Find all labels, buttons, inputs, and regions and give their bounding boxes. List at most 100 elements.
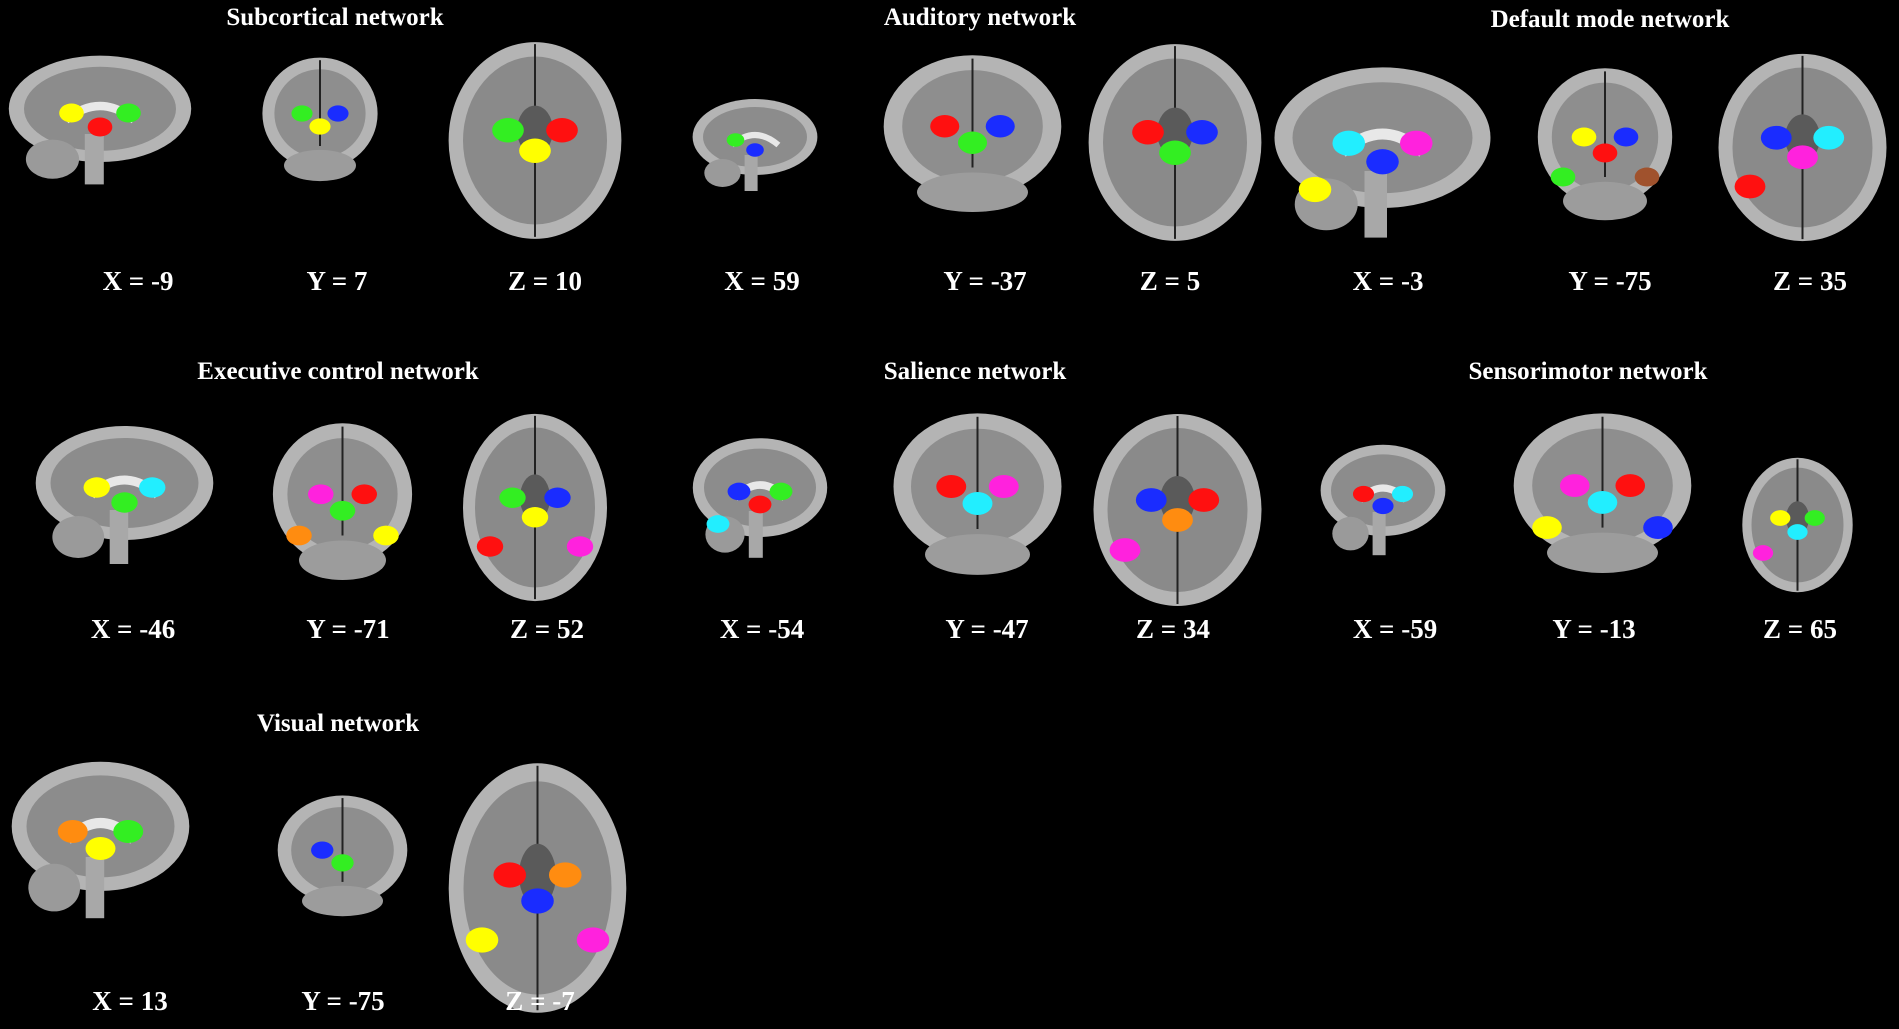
brain-slice-image — [893, 413, 1062, 575]
network-title: Salience network — [883, 358, 1067, 385]
activation-blob-blue — [1760, 125, 1792, 150]
brain-slice-image — [692, 99, 818, 191]
slice-coordinate-label: X = -3 — [1352, 266, 1424, 296]
activation-blob-blue — [1135, 488, 1167, 512]
activation-blob-yellow — [1770, 510, 1791, 526]
activation-blob-magenta — [307, 484, 334, 505]
activation-blob-cyan — [962, 491, 993, 516]
slice-coordinate-label: Z = 65 — [1763, 614, 1837, 644]
slice-coordinate-label: Z = -7 — [505, 986, 575, 1016]
activation-blob-red — [1734, 174, 1766, 199]
activation-blob-green — [329, 500, 356, 521]
slice-coordinate-label: Y = -13 — [1552, 614, 1636, 644]
network-title: Sensorimotor network — [1468, 358, 1708, 385]
activation-blob-yellow — [85, 836, 116, 861]
activation-blob-magenta — [1109, 538, 1141, 562]
activation-blob-yellow — [309, 118, 331, 135]
brain-slice-image — [1718, 53, 1887, 242]
activation-blob-green — [116, 103, 141, 123]
slice-coordinate-label: X = 59 — [724, 266, 800, 296]
network-title: Visual network — [256, 710, 420, 737]
brain-slice-image — [1513, 413, 1692, 573]
activation-blob-green — [492, 118, 524, 143]
activation-blob-red — [546, 118, 578, 143]
activation-blob-blue — [1643, 516, 1673, 540]
activation-blob-yellow — [465, 927, 499, 953]
activation-blob-red — [930, 115, 960, 138]
slice-coordinate-label: Z = 5 — [1139, 266, 1201, 296]
slice-coordinate-label: X = -54 — [719, 614, 805, 644]
activation-blob-magenta — [576, 927, 610, 953]
activation-blob-red — [1592, 143, 1618, 163]
brain-slice-image — [11, 761, 190, 919]
brain-slice-image — [262, 57, 378, 182]
brain-slice-image — [1537, 68, 1673, 221]
activation-blob-blue — [985, 115, 1015, 138]
activation-blob-green — [1804, 510, 1825, 526]
activation-blob-red — [1352, 485, 1375, 503]
network-title: Auditory network — [883, 4, 1077, 31]
activation-blob-blue — [1613, 127, 1639, 147]
brain-slice-sagittal — [11, 761, 190, 919]
slice-coordinate-label: Z = 35 — [1773, 266, 1847, 296]
brain-slice-image — [35, 426, 214, 564]
activation-blob-yellow — [1532, 516, 1562, 540]
slice-coordinate-label: Z = 10 — [508, 266, 582, 296]
slice-coordinate-label: Y = -37 — [943, 266, 1027, 296]
activation-blob-magenta — [1752, 545, 1774, 561]
activation-blob-blue — [544, 487, 571, 508]
slice-coordinate-label: X = 13 — [92, 986, 168, 1016]
activation-blob-cyan — [1391, 485, 1414, 503]
activation-blob-red — [936, 474, 967, 499]
activation-blob-blue — [311, 841, 334, 859]
brain-slice-image — [1320, 444, 1446, 556]
activation-blob-green — [1159, 140, 1191, 165]
activation-blob-yellow — [1298, 176, 1332, 203]
activation-blob-yellow — [1571, 127, 1597, 147]
brain-slice-image — [1742, 457, 1853, 593]
slice-coordinate-label: X = -59 — [1352, 614, 1438, 644]
brain-slice-image — [8, 55, 192, 185]
activation-blob-blue — [727, 482, 751, 501]
brain-slice-image — [272, 423, 413, 581]
activation-blob-green — [769, 482, 793, 501]
slice-coordinate-label: Y = -71 — [306, 614, 390, 644]
activation-blob-green — [113, 819, 144, 844]
slice-coordinate-label: Y = -47 — [945, 614, 1029, 644]
activation-blob-yellow — [519, 138, 551, 163]
network-title: Executive control network — [197, 358, 479, 385]
brain-slice-coronal — [893, 413, 1062, 575]
activation-blob-red — [748, 495, 772, 514]
activation-blob-blue — [521, 888, 554, 914]
brain-slice-image — [277, 795, 408, 917]
activation-blob-yellow — [373, 525, 399, 546]
activation-blob-red — [351, 484, 378, 505]
brain-slice-image — [883, 55, 1062, 213]
activation-blob-red — [1188, 488, 1220, 512]
activation-blob-magenta — [1787, 145, 1818, 170]
brain-slice-image — [448, 42, 622, 239]
slice-coordinate-label: Y = 7 — [306, 266, 368, 296]
brain-slice-image — [1093, 414, 1262, 606]
brain-slice-sagittal — [35, 426, 214, 564]
brain-slice-sagittal-small — [692, 99, 818, 191]
slice-coordinate-label: Z = 52 — [510, 614, 584, 644]
activation-blob-magenta — [566, 536, 594, 557]
activation-blob-yellow — [83, 477, 110, 498]
activation-blob-green — [726, 133, 745, 147]
brain-slice-image — [463, 413, 607, 602]
brain-slice-sagittal-small — [1320, 444, 1446, 556]
activation-blob-red — [1132, 120, 1164, 145]
activation-blob-magenta — [1399, 130, 1433, 156]
activation-blob-magenta — [1559, 474, 1590, 498]
activation-blob-brown — [1634, 167, 1660, 187]
activation-blob-green — [1550, 167, 1576, 187]
activation-blob-green — [291, 105, 313, 122]
activation-blob-green — [111, 492, 138, 513]
activation-blob-red — [476, 536, 504, 557]
slice-coordinate-label: Y = -75 — [1568, 266, 1652, 296]
activation-blob-magenta — [988, 474, 1019, 499]
activation-blob-blue — [1372, 497, 1394, 515]
activation-blob-red — [87, 117, 113, 137]
brain-slice-image — [1088, 44, 1262, 241]
